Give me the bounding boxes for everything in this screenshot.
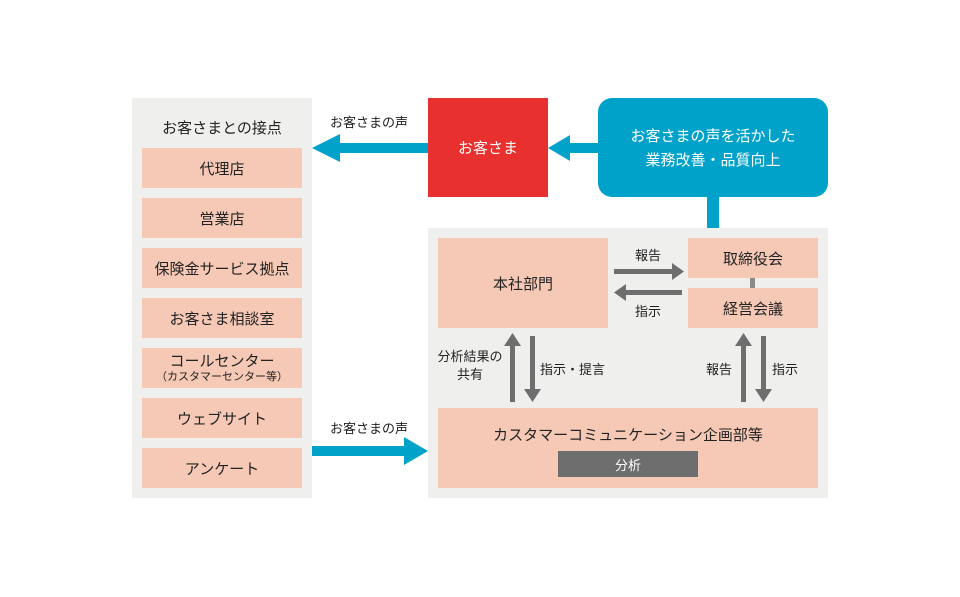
touchpoint-consultation-room: お客さま相談室 [142, 298, 302, 338]
voice-label-bottom: お客さまの声 [330, 422, 409, 437]
instruct-label-top: 指示 [635, 305, 662, 320]
share-label: 分析結果の 共有 [432, 349, 508, 385]
call-center-sublabel: （カスタマーセンター等） [156, 369, 288, 383]
call-center-label: コールセンター [169, 351, 275, 370]
improvement-connector [707, 197, 719, 228]
share-label-line2: 共有 [456, 368, 483, 383]
management-box: 経営会議 [688, 288, 818, 328]
improvement-line1: お客さまの声を活かした [630, 126, 796, 145]
instruct-label-right: 指示 [772, 363, 799, 378]
improvement-line2: 業務改善・品質向上 [645, 150, 781, 169]
instruct-arrow-down [755, 336, 772, 402]
instruct-propose-label: 指示・提言 [540, 363, 606, 378]
voice-label-top: お客さまの声 [330, 116, 409, 131]
touchpoints-title: お客さまとの接点 [162, 118, 282, 137]
report-arrow-up [735, 333, 752, 402]
instruct-arrow-management-to-hq [614, 284, 682, 301]
board-management-connector [750, 278, 755, 288]
touchpoint-survey: アンケート [142, 448, 302, 488]
touchpoint-website: ウェブサイト [142, 398, 302, 438]
share-arrow-up [504, 333, 521, 402]
improvement-box: お客さまの声を活かした 業務改善・品質向上 [598, 98, 828, 197]
report-arrow-hq-to-board [614, 263, 684, 280]
instruct-propose-arrow-down [524, 336, 541, 402]
board-box: 取締役会 [688, 238, 818, 278]
customer-box: お客さま [428, 98, 548, 197]
report-label-right: 報告 [706, 363, 733, 378]
touchpoint-sales-office: 営業店 [142, 198, 302, 238]
voice-arrow-to-cx-dept [312, 437, 428, 465]
touchpoint-agency: 代理店 [142, 148, 302, 188]
analysis-bar: 分析 [558, 451, 698, 477]
report-label-top: 報告 [635, 249, 662, 264]
touchpoint-call-center: コールセンター （カスタマーセンター等） [142, 348, 302, 388]
share-label-line1: 分析結果の [437, 350, 503, 365]
hq-box: 本社部門 [438, 238, 608, 328]
voice-arrow-to-touchpoints [312, 134, 428, 162]
improvement-arrow-to-customer [548, 135, 598, 161]
cx-dept-label: カスタマーコミュニケーション企画部等 [493, 425, 763, 444]
touchpoint-claims-service: 保険金サービス拠点 [142, 248, 302, 288]
